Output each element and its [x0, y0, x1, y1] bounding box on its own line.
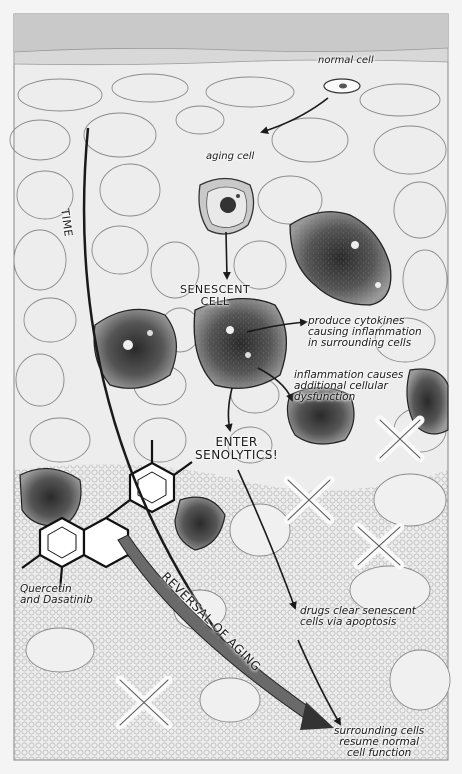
- cytokines-label: produce cytokines causing inflammation i…: [308, 316, 422, 349]
- normal-cell-label: normal cell: [318, 56, 374, 67]
- aging-cell: [199, 179, 254, 235]
- apoptosis-label: drugs clear senescent cells via apoptosi…: [300, 606, 416, 628]
- resume-label: surrounding cells resume normal cell fun…: [334, 726, 424, 759]
- aging-cell-label: aging cell: [206, 152, 254, 163]
- skin-surface: [14, 14, 448, 52]
- drugs-label: Quercetin and Dasatinib: [20, 584, 93, 606]
- normal-cell: [324, 79, 360, 93]
- senescent-cell-label: SENESCENT CELL: [180, 284, 250, 307]
- time-label: TIME: [59, 208, 74, 238]
- senolytics-label: ENTER SENOLYTICS!: [195, 436, 278, 461]
- inflammation-label: inflammation causes additional cellular …: [294, 370, 403, 403]
